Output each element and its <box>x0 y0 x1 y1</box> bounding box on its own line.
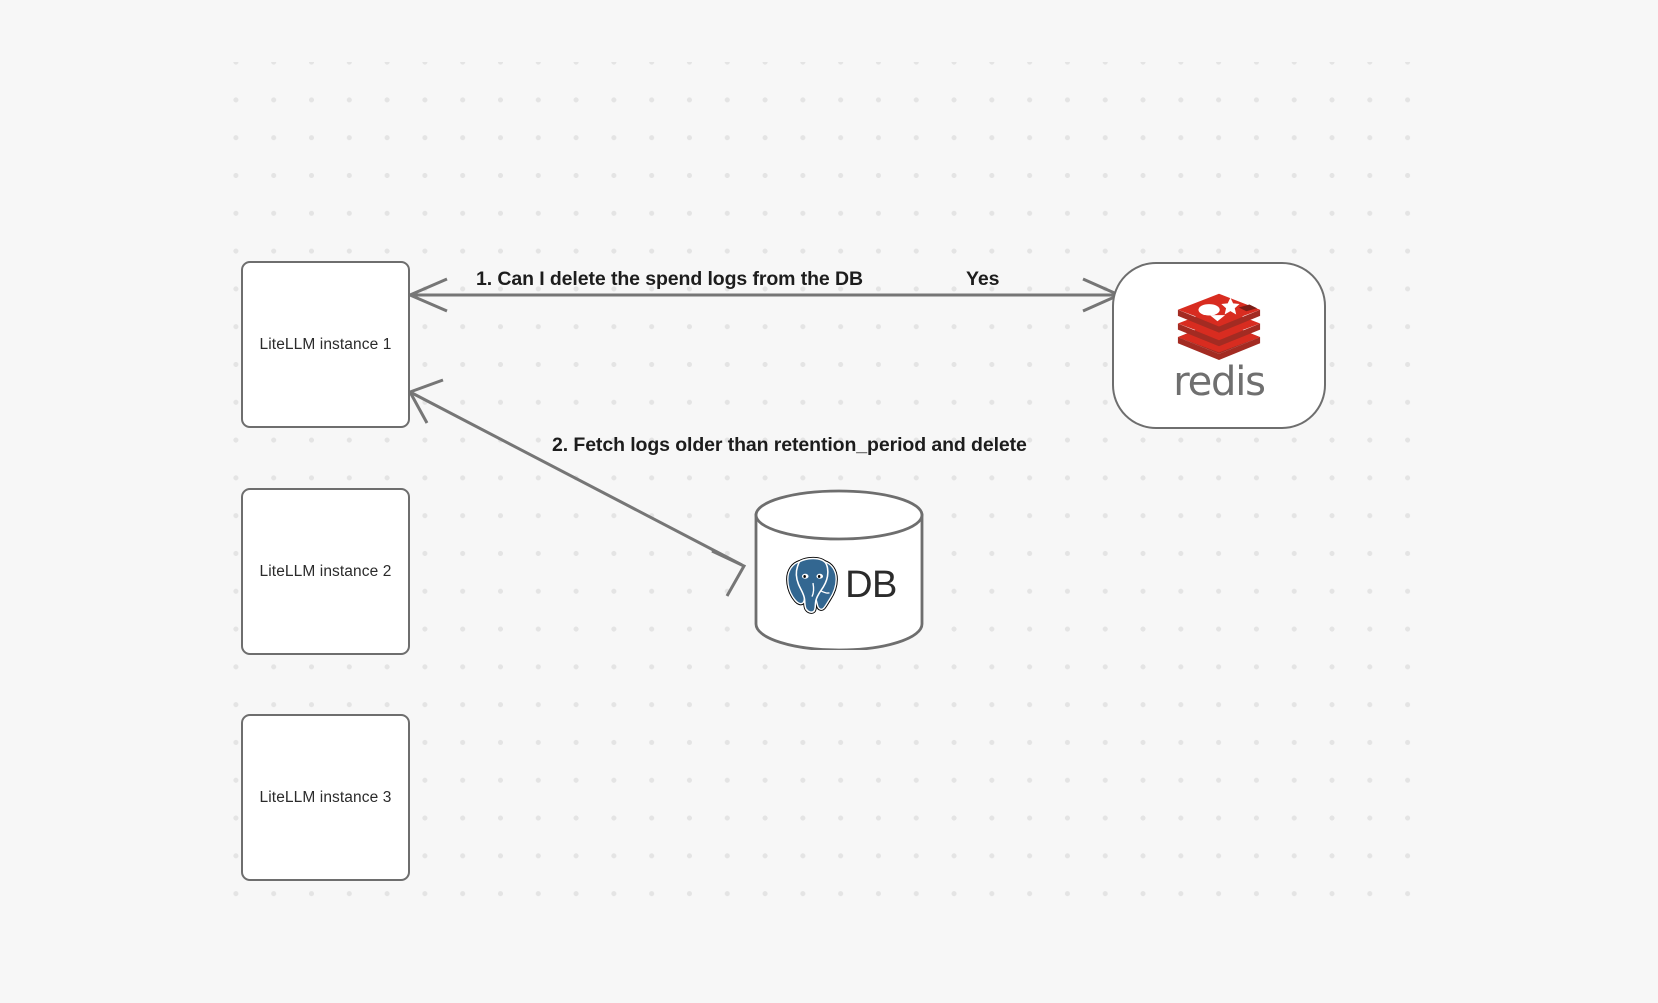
redis-wordmark: redis <box>1173 358 1266 405</box>
node-label: LiteLLM instance 1 <box>259 335 392 353</box>
node-database[interactable]: DB <box>753 489 925 650</box>
db-content: DB <box>753 489 925 650</box>
redis-logo-icon <box>1177 293 1261 360</box>
edge-2-label: 2. Fetch logs older than retention_perio… <box>552 434 1027 456</box>
node-redis[interactable]: redis <box>1112 262 1326 429</box>
node-label: LiteLLM instance 3 <box>259 788 392 806</box>
edge-1-answer-label: Yes <box>966 268 1000 290</box>
node-litellm-instance-1[interactable]: LiteLLM instance 1 <box>241 261 410 428</box>
node-litellm-instance-3[interactable]: LiteLLM instance 3 <box>241 714 410 881</box>
postgresql-elephant-icon <box>786 556 838 614</box>
db-label: DB <box>845 563 897 606</box>
cylinder-shape <box>754 489 924 650</box>
node-litellm-instance-2[interactable]: LiteLLM instance 2 <box>241 488 410 655</box>
node-label: LiteLLM instance 2 <box>259 562 392 580</box>
edge-1-label: 1. Can I delete the spend logs from the … <box>476 268 863 290</box>
